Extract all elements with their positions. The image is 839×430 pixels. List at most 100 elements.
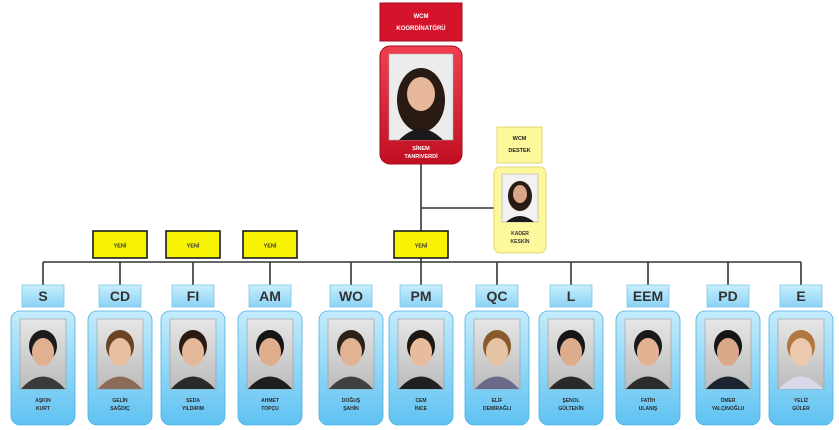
coordinator-name-line1: SİNEM	[412, 145, 430, 152]
member-code-label: E	[796, 288, 805, 304]
coordinator-title-line1: WCM	[414, 14, 429, 20]
member-name-line1: GELİN	[112, 397, 128, 404]
member-name-line1: FATİH	[641, 397, 655, 404]
member-name-line2: GÜLER	[792, 405, 810, 412]
member-name-line1: YELİZ	[794, 397, 808, 404]
yeni-badge: YENİ	[165, 230, 221, 259]
member-card: FATİH ULANIŞ	[615, 310, 681, 426]
support-title-line2: DESTEK	[508, 148, 530, 154]
yeni-badge: YENİ	[393, 230, 449, 259]
member-photo	[547, 318, 595, 390]
yeni-badge-label: YENİ	[264, 243, 277, 250]
coordinator-title-line2: KOORDİNATÖRÜ	[396, 25, 445, 32]
member-name-line2: YALÇINOĞLU	[712, 404, 745, 412]
member-photo	[473, 318, 521, 390]
member-node: YENİ FI SEDA YILDIRIM	[160, 230, 226, 426]
member-photo	[246, 318, 294, 390]
member-name-line2: DEMİRAĞLI	[483, 404, 512, 412]
member-code-label: AM	[259, 288, 281, 304]
member-name-line2: İNCE	[415, 405, 428, 412]
member-name-line1: ELİF	[492, 397, 503, 404]
member-code-label: WO	[339, 288, 363, 304]
member-name-line1: AŞKIN	[35, 398, 51, 404]
support-photo	[501, 173, 539, 223]
member-photo	[169, 318, 217, 390]
support-title-box: WCM DESTEK	[496, 126, 543, 164]
member-photo	[96, 318, 144, 390]
member-code-label: S	[38, 288, 47, 304]
member-node: EEM FATİH ULANIŞ	[615, 284, 681, 426]
member-name-line1: DOĞUŞ	[342, 396, 361, 404]
yeni-badge: YENİ	[242, 230, 298, 259]
member-name-line1: ŞENOL	[562, 398, 579, 404]
member-code-box: L	[549, 284, 593, 308]
member-node: YENİ AM AHMET TOPÇU	[237, 230, 303, 426]
yeni-badge-label: YENİ	[415, 243, 428, 250]
support-name-line2: KESKİN	[511, 238, 530, 245]
member-code-box: PM	[399, 284, 443, 308]
member-name-line2: YILDIRIM	[182, 406, 204, 412]
member-name-line1: ÖMER	[721, 397, 736, 404]
member-code-box: AM	[248, 284, 292, 308]
coordinator-card: SİNEM TANRIVERDİ	[379, 45, 463, 165]
member-code-label: QC	[487, 288, 508, 304]
member-code-label: L	[567, 288, 576, 304]
support-card: KADER KESKİN	[493, 166, 547, 254]
member-code-box: FI	[171, 284, 215, 308]
member-card: AŞKIN KURT	[10, 310, 76, 426]
member-name-line2: ŞAHİN	[343, 405, 359, 412]
coordinator-title-box: WCM KOORDİNATÖRÜ	[379, 2, 463, 42]
member-photo	[397, 318, 445, 390]
member-code-box: EEM	[626, 284, 670, 308]
coordinator-name-line2: TANRIVERDİ	[404, 153, 438, 160]
member-code-box: E	[779, 284, 823, 308]
member-card: AHMET TOPÇU	[237, 310, 303, 426]
member-code-box: S	[21, 284, 65, 308]
member-photo	[704, 318, 752, 390]
member-name-line1: AHMET	[261, 398, 279, 404]
member-name-line1: CEM	[415, 398, 426, 404]
member-code-label: PM	[411, 288, 432, 304]
member-name-line2: SAĞDIÇ	[110, 404, 130, 412]
member-name-line2: GÜLTEKİN	[558, 405, 584, 412]
member-code-box: WO	[329, 284, 373, 308]
member-code-box: QC	[475, 284, 519, 308]
member-name-line2: ULANIŞ	[639, 406, 658, 412]
member-name-line2: KURT	[36, 406, 50, 412]
member-photo	[327, 318, 375, 390]
connector-lines	[42, 164, 802, 286]
member-name-line2: TOPÇU	[261, 406, 279, 412]
member-photo	[624, 318, 672, 390]
member-drop-lines	[42, 262, 802, 286]
member-code-label: EEM	[633, 288, 663, 304]
yeni-badge-label: YENİ	[114, 243, 127, 250]
member-code-label: FI	[187, 288, 199, 304]
support-name-line1: KADER	[511, 231, 529, 237]
coordinator-photo	[388, 53, 454, 141]
member-code-box: CD	[98, 284, 142, 308]
member-photo	[19, 318, 67, 390]
yeni-badge-label: YENİ	[187, 243, 200, 250]
member-name-line1: SEDA	[186, 398, 200, 404]
member-card: SEDA YILDIRIM	[160, 310, 226, 426]
member-code-label: CD	[110, 288, 130, 304]
member-code-label: PD	[718, 288, 737, 304]
member-code-box: PD	[706, 284, 750, 308]
support-title-line1: WCM	[513, 136, 527, 142]
member-node: S AŞKIN KURT	[10, 284, 76, 426]
